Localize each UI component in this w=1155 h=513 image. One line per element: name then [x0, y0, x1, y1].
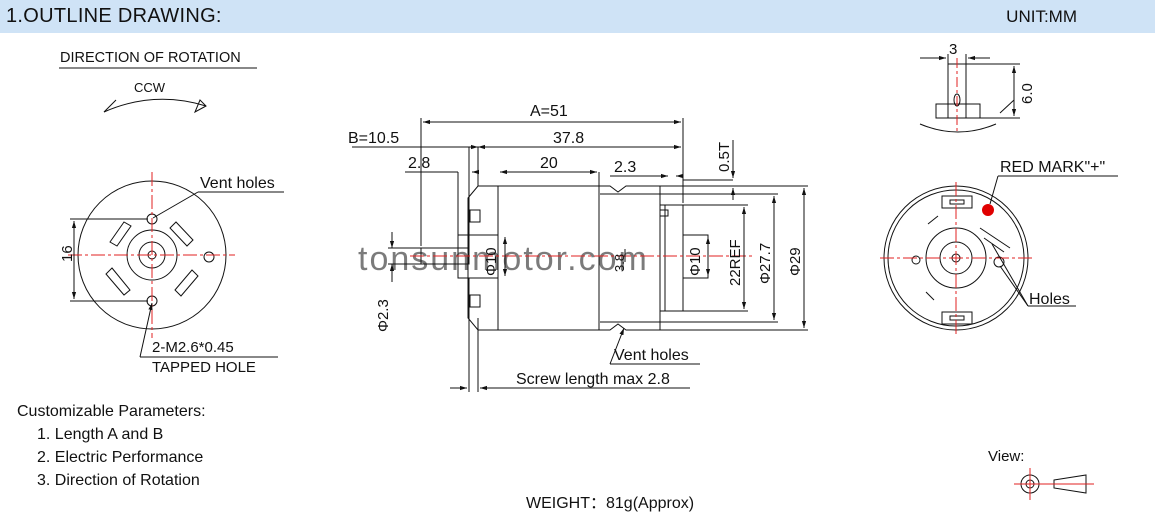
- customizable-item: 2. Electric Performance: [37, 449, 204, 466]
- dim-phi29: Φ29: [787, 247, 804, 276]
- rear-holes-label: Holes: [1029, 291, 1070, 308]
- dim-phi2-3: Φ2.3: [375, 299, 392, 332]
- customizable-item: 3. Direction of Rotation: [37, 472, 200, 489]
- dim-20: 20: [540, 155, 558, 172]
- side-vent-holes-label: Vent holes: [614, 347, 689, 364]
- view-label: View:: [988, 448, 1025, 465]
- dim-b: B=10.5: [348, 130, 399, 147]
- dim-phi27-7: Φ27.7: [757, 243, 774, 284]
- vent-slot: [109, 221, 132, 247]
- side-view: [352, 118, 808, 392]
- dim-37-8: 37.8: [553, 130, 584, 147]
- vent-slot: [105, 267, 131, 296]
- rear-view: [880, 175, 1118, 334]
- header-bar: 1.OUTLINE DRAWING: UNIT:MM: [0, 0, 1155, 33]
- red-mark-label: RED MARK"+": [1000, 159, 1105, 176]
- customizable-title: Customizable Parameters:: [17, 403, 206, 420]
- drawing-title: 1.OUTLINE DRAWING:: [6, 5, 222, 27]
- rotation-direction-label: CCW: [134, 80, 166, 95]
- terminal-dim-3: 3: [949, 41, 957, 58]
- dim-3-8: 3.8: [612, 254, 627, 272]
- front-dim-16: 16: [59, 245, 76, 262]
- tapped-hole-line2: TAPPED HOLE: [152, 359, 256, 376]
- ccw-arrow-icon: [103, 98, 207, 113]
- dim-phi10-right: Φ10: [687, 247, 704, 276]
- screw-length-label: Screw length max 2.8: [516, 371, 670, 388]
- tapped-hole-line1: 2-M2.6*0.45: [152, 339, 234, 356]
- terminal-dim-6-0: 6.0: [1019, 83, 1036, 104]
- dim-a: A=51: [530, 103, 568, 120]
- customizable-item: 1. Length A and B: [37, 426, 164, 443]
- projection-view-icon: [1014, 468, 1094, 500]
- weight-label: WEIGHT：81g(Approx): [526, 495, 695, 512]
- terminal-view: [919, 54, 1020, 133]
- rotation-indicator: DIRECTION OF ROTATION CCW: [59, 50, 257, 114]
- front-vent-holes-label: Vent holes: [200, 175, 275, 192]
- unit-label: UNIT:MM: [1006, 7, 1077, 26]
- dim-2-8: 2.8: [408, 155, 430, 172]
- vent-slot: [169, 221, 194, 247]
- dim-2-3-top: 2.3: [614, 159, 636, 176]
- rotation-heading: DIRECTION OF ROTATION: [60, 50, 241, 66]
- red-mark-dot: [982, 204, 994, 216]
- dim-0-5t: 0.5T: [716, 142, 733, 172]
- customizable-parameters: Customizable Parameters: 1. Length A and…: [17, 400, 206, 492]
- dim-22ref: 22REF: [727, 239, 744, 286]
- front-view: [68, 172, 284, 358]
- watermark-text: tonsunmotor.com: [358, 240, 649, 278]
- dim-phi10-left: Φ10: [483, 247, 500, 276]
- vent-slot: [174, 269, 199, 297]
